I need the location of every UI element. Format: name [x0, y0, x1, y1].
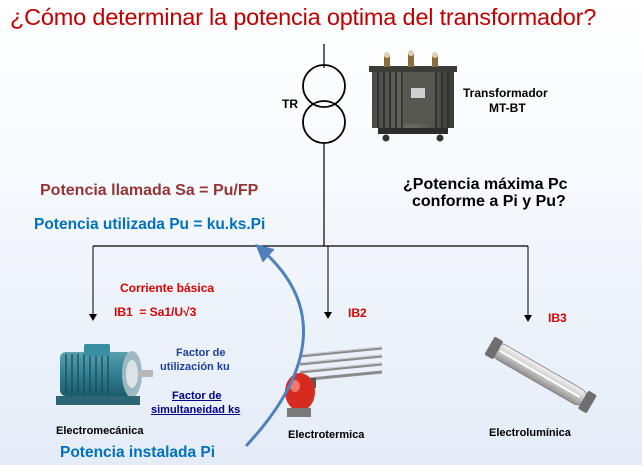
motor-image — [56, 344, 153, 405]
transformer-image — [369, 50, 457, 142]
page-title: ¿Cómo determinar la potencia optima del … — [10, 4, 597, 30]
branch-1 — [89, 246, 97, 321]
tr-label: TR — [282, 97, 298, 111]
luminaire-image — [485, 337, 597, 413]
ku-factor-line2: utilización ku — [160, 361, 230, 373]
ib3-label: IB3 — [548, 311, 567, 325]
heater-image — [285, 346, 383, 417]
branch-2 — [324, 246, 332, 319]
transformer-symbol — [302, 64, 346, 144]
apparent-power-formula: Potencia llamada Sa = Pu/FP — [40, 182, 259, 199]
ks-factor-line1: Factor de — [172, 390, 222, 402]
load-electromecanica: Electromecánica — [56, 425, 144, 437]
ib1-formula: IB1 = Sa1/U√3 — [114, 305, 197, 319]
question-line1: ¿Potencia máxima Pc — [403, 176, 568, 193]
ks-factor-line2: simultaneidad ks — [151, 404, 241, 416]
transformer-type: MT-BT — [489, 101, 526, 115]
transformer-name: Transformador — [463, 86, 548, 100]
ku-factor-line1: Factor de — [176, 347, 226, 359]
pi-to-pu-arrow — [244, 244, 305, 448]
basic-current-label: Corriente básica — [120, 281, 215, 295]
branch-3 — [524, 246, 532, 322]
installed-power-label: Potencia instalada Pi — [60, 444, 216, 461]
question-line2: conforme a Pi y Pu? — [412, 193, 566, 210]
load-electrotermica: Electrotermica — [288, 429, 365, 441]
used-power-formula: Potencia utilizada Pu = ku.ks.Pi — [34, 216, 266, 233]
load-electroluminica: Electrolumínica — [489, 427, 571, 439]
ib2-label: IB2 — [348, 306, 367, 320]
